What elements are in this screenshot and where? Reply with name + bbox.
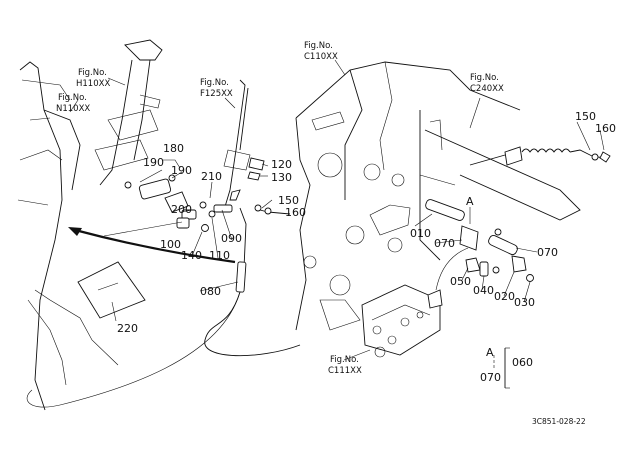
part-070-b: 070 bbox=[537, 246, 558, 259]
ref-mark-a-key: A bbox=[486, 346, 494, 359]
part-number-callouts: 180 190 190 200 210 120 130 150 160 090 … bbox=[117, 110, 616, 384]
part-180: 180 bbox=[163, 142, 184, 155]
part-200: 200 bbox=[171, 203, 192, 216]
fig-ref-c110-line1: Fig.No. bbox=[304, 41, 333, 51]
fig-ref-f125-line2: F125XX bbox=[200, 89, 233, 99]
part-100: 100 bbox=[160, 238, 181, 251]
part-190-b: 190 bbox=[171, 164, 192, 177]
part-010: 010 bbox=[410, 227, 431, 240]
throttle-cable bbox=[26, 204, 301, 408]
fig-ref-n110-line1: Fig.No. bbox=[58, 93, 87, 103]
fig-ref-c111-line2: C111XX bbox=[328, 366, 362, 376]
control-valve bbox=[361, 284, 443, 358]
fig-ref-n110-line2: N110XX bbox=[56, 104, 90, 114]
ref-mark-a-top: A bbox=[466, 195, 474, 208]
part-150-b: 150 bbox=[575, 110, 596, 123]
valve-linkage bbox=[425, 199, 534, 291]
leader-lines bbox=[69, 59, 605, 389]
part-210: 210 bbox=[201, 170, 222, 183]
fig-ref-h110-line2: H110XX bbox=[76, 79, 110, 89]
fig-ref-h110-line1: Fig.No. bbox=[78, 68, 107, 78]
steering-column-assembly bbox=[17, 39, 251, 411]
reference-marks: A A bbox=[466, 195, 494, 359]
part-070-c: 070 bbox=[480, 371, 501, 384]
fig-ref-f125-line1: Fig.No. bbox=[200, 78, 229, 88]
floor-plate-220 bbox=[27, 261, 146, 386]
part-150-a: 150 bbox=[278, 194, 299, 207]
part-130: 130 bbox=[271, 171, 292, 184]
part-160-b: 160 bbox=[595, 122, 616, 135]
part-070-a: 070 bbox=[434, 237, 455, 250]
part-050: 050 bbox=[450, 275, 471, 288]
part-190-a: 190 bbox=[143, 156, 164, 169]
part-040: 040 bbox=[473, 284, 494, 297]
part-090: 090 bbox=[221, 232, 242, 245]
fig-ref-c240-line2: C240XX bbox=[470, 84, 504, 94]
spring-and-rod bbox=[469, 146, 611, 166]
part-110: 110 bbox=[209, 249, 230, 262]
drawing-code: 3C851-028-22 bbox=[532, 417, 586, 426]
assembly-arrow bbox=[68, 227, 236, 264]
part-060: 060 bbox=[512, 356, 533, 369]
part-160-a: 160 bbox=[285, 206, 306, 219]
lever-link-parts bbox=[124, 157, 265, 232]
transmission-case bbox=[295, 61, 581, 331]
fig-ref-c240-line1: Fig.No. bbox=[470, 73, 499, 83]
figure-reference-labels: Fig.No. H110XX Fig.No. N110XX Fig.No. F1… bbox=[56, 41, 504, 376]
part-140: 140 bbox=[181, 249, 202, 262]
fig-ref-c111-line1: Fig.No. bbox=[330, 355, 359, 365]
part-220: 220 bbox=[117, 322, 138, 335]
part-020: 020 bbox=[494, 290, 515, 303]
fig-ref-c110-line2: C110XX bbox=[304, 52, 338, 62]
part-080: 080 bbox=[200, 285, 221, 298]
part-120: 120 bbox=[271, 158, 292, 171]
part-030: 030 bbox=[514, 296, 535, 309]
